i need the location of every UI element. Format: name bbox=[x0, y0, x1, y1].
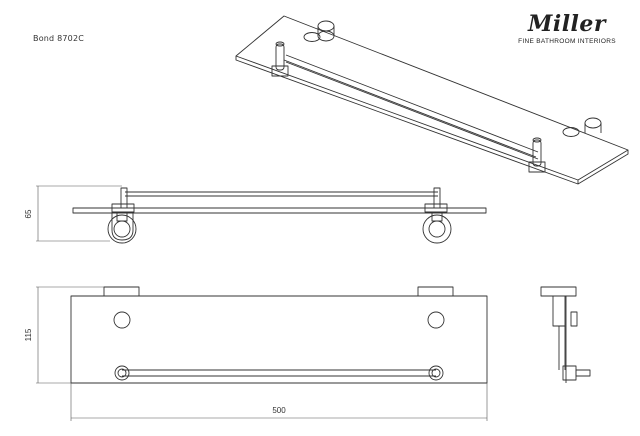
front-rail bbox=[114, 365, 444, 381]
brand-logo: Miller FINE BATHROOM INTERIORS bbox=[512, 12, 622, 45]
front-hole-right bbox=[427, 311, 445, 329]
brand-name: Miller bbox=[527, 11, 606, 37]
iso-rail-post-left bbox=[271, 41, 289, 77]
iso-rail-post-right bbox=[528, 137, 546, 173]
dim-width bbox=[70, 383, 488, 421]
side-glass-shelf bbox=[72, 207, 487, 214]
front-view bbox=[70, 286, 488, 384]
isometric-view bbox=[235, 15, 629, 185]
iso-bracket-left bbox=[317, 20, 335, 42]
side-rail bbox=[125, 191, 438, 197]
dim-height-front bbox=[36, 286, 104, 384]
side-view bbox=[72, 187, 487, 244]
iso-bracket-right bbox=[584, 117, 602, 133]
iso-gallery-rail bbox=[283, 54, 539, 160]
side-bracket-right bbox=[422, 187, 452, 244]
front-hole-left bbox=[113, 311, 131, 329]
iso-glass-shelf bbox=[235, 15, 629, 181]
dim-height-side bbox=[36, 185, 122, 242]
dim-width-label: 500 bbox=[272, 406, 286, 415]
iso-clamp-right bbox=[562, 127, 580, 137]
iso-glass-edge bbox=[235, 56, 629, 185]
front-glass-shelf bbox=[70, 295, 488, 384]
dim-height-front-label: 115 bbox=[24, 328, 33, 341]
side-bracket-left bbox=[107, 187, 137, 244]
front-flange-left bbox=[103, 286, 140, 297]
model-title: Bond 8702C bbox=[33, 34, 85, 43]
end-view bbox=[540, 286, 591, 383]
brand-tagline: FINE BATHROOM INTERIORS bbox=[518, 38, 616, 45]
iso-clamp-left bbox=[303, 32, 321, 42]
dim-height-side-label: 65 bbox=[24, 209, 33, 218]
front-flange-right bbox=[417, 286, 454, 297]
